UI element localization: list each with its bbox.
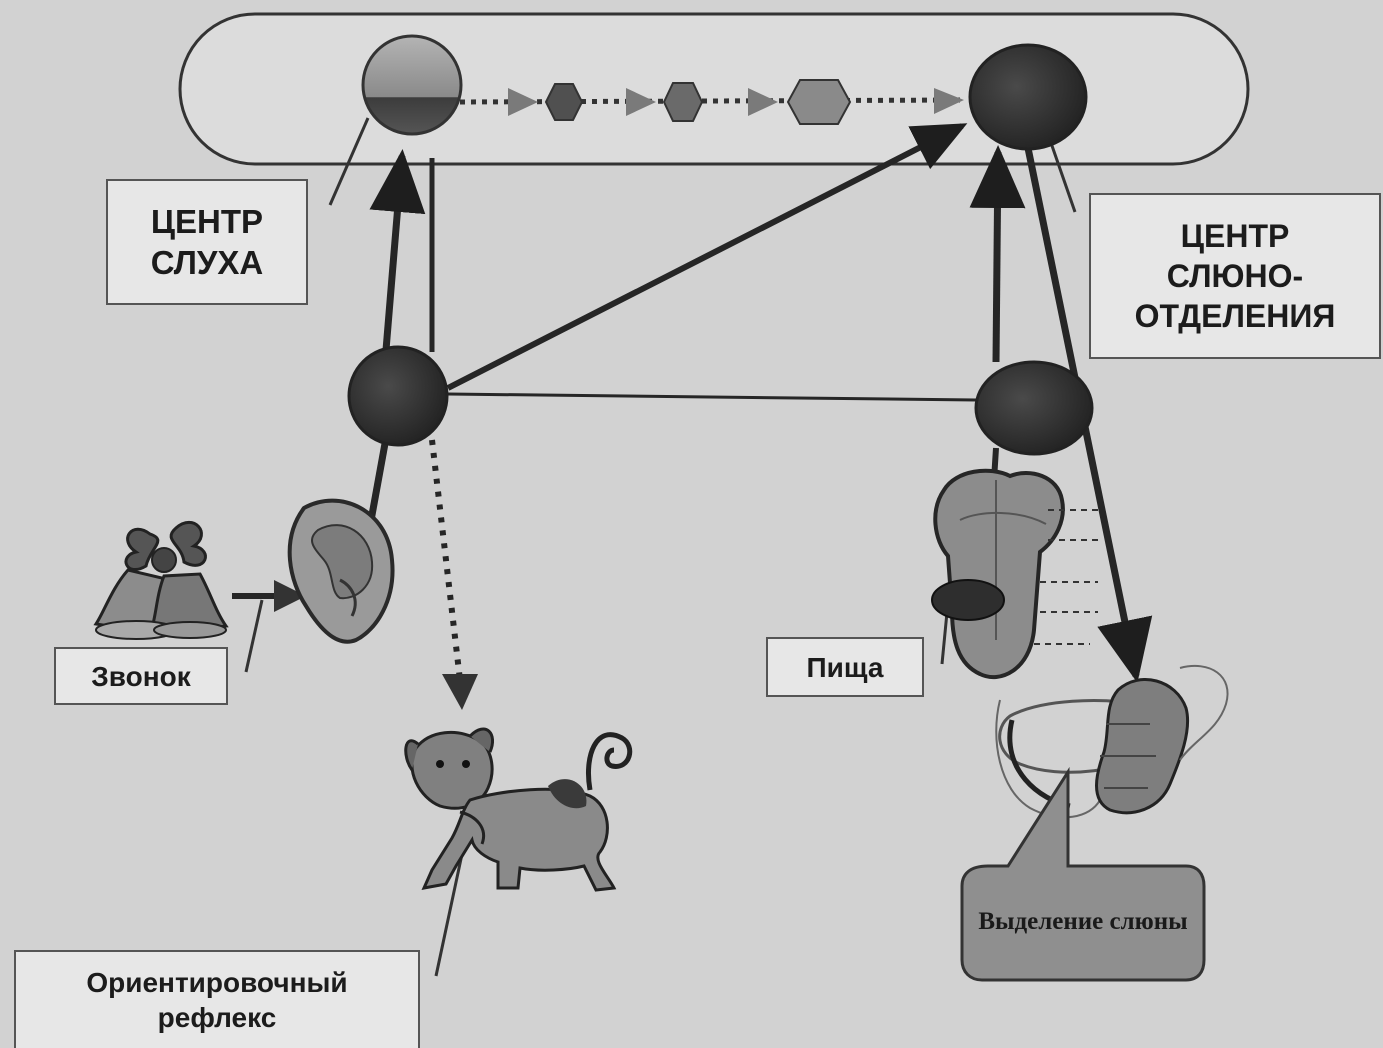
cortex-capsule	[178, 12, 1250, 166]
salivation-center-label: ЦЕНТР СЛЮНО- ОТДЕЛЕНИЯ	[1089, 193, 1381, 359]
tongue-icon	[931, 468, 1098, 680]
arrow-marker-3	[748, 88, 778, 116]
arrow-marker-2	[626, 88, 656, 116]
salivation-center-line-1: ЦЕНТР	[1180, 218, 1290, 254]
food-label: Пища	[766, 637, 924, 697]
hearing-center-node	[361, 34, 463, 136]
arrow-marker-4	[934, 88, 964, 114]
saliva-secretion-line-2: слюны	[1109, 908, 1188, 936]
salivation-center-line-3: ОТДЕЛЕНИЯ	[1134, 298, 1336, 334]
salivary-gland-icon	[995, 664, 1229, 819]
orienting-reflex-line-2: рефлекс	[157, 1002, 277, 1033]
bell-arrowhead	[274, 580, 306, 612]
saliva-secretion-label: Выделение слюны	[964, 868, 1202, 976]
bell-label: Звонок	[54, 647, 228, 705]
salivation-center-line-2: СЛЮНО-	[1166, 258, 1304, 294]
leader-lines	[244, 117, 1077, 977]
arrow-marker-1	[508, 88, 538, 116]
saliva-callout	[960, 766, 1206, 982]
saliva-secretion-line-1: Выделение	[978, 908, 1104, 936]
temporary-connection	[459, 79, 966, 125]
subcortical-saliva-node	[974, 360, 1094, 456]
subcortical-hearing-node	[347, 345, 449, 447]
hearing-center-line-2: СЛУХА	[150, 244, 264, 281]
hexagon-marker-1	[544, 83, 584, 121]
orienting-reflex-line-1: Ориентировочный	[86, 967, 348, 998]
orienting-reflex-label: Ориентировочный рефлекс	[14, 950, 420, 1048]
dog-icon	[404, 727, 633, 892]
hexagon-marker-2	[662, 82, 704, 122]
dog-arrowhead	[442, 674, 478, 710]
hearing-center-line-1: ЦЕНТР	[150, 202, 264, 240]
hearing-center-label: ЦЕНТР СЛУХА	[106, 179, 308, 305]
hexagon-marker-3	[786, 79, 852, 125]
ear-icon	[287, 498, 395, 644]
bell-icon	[93, 520, 229, 640]
salivation-center-node	[968, 43, 1088, 151]
